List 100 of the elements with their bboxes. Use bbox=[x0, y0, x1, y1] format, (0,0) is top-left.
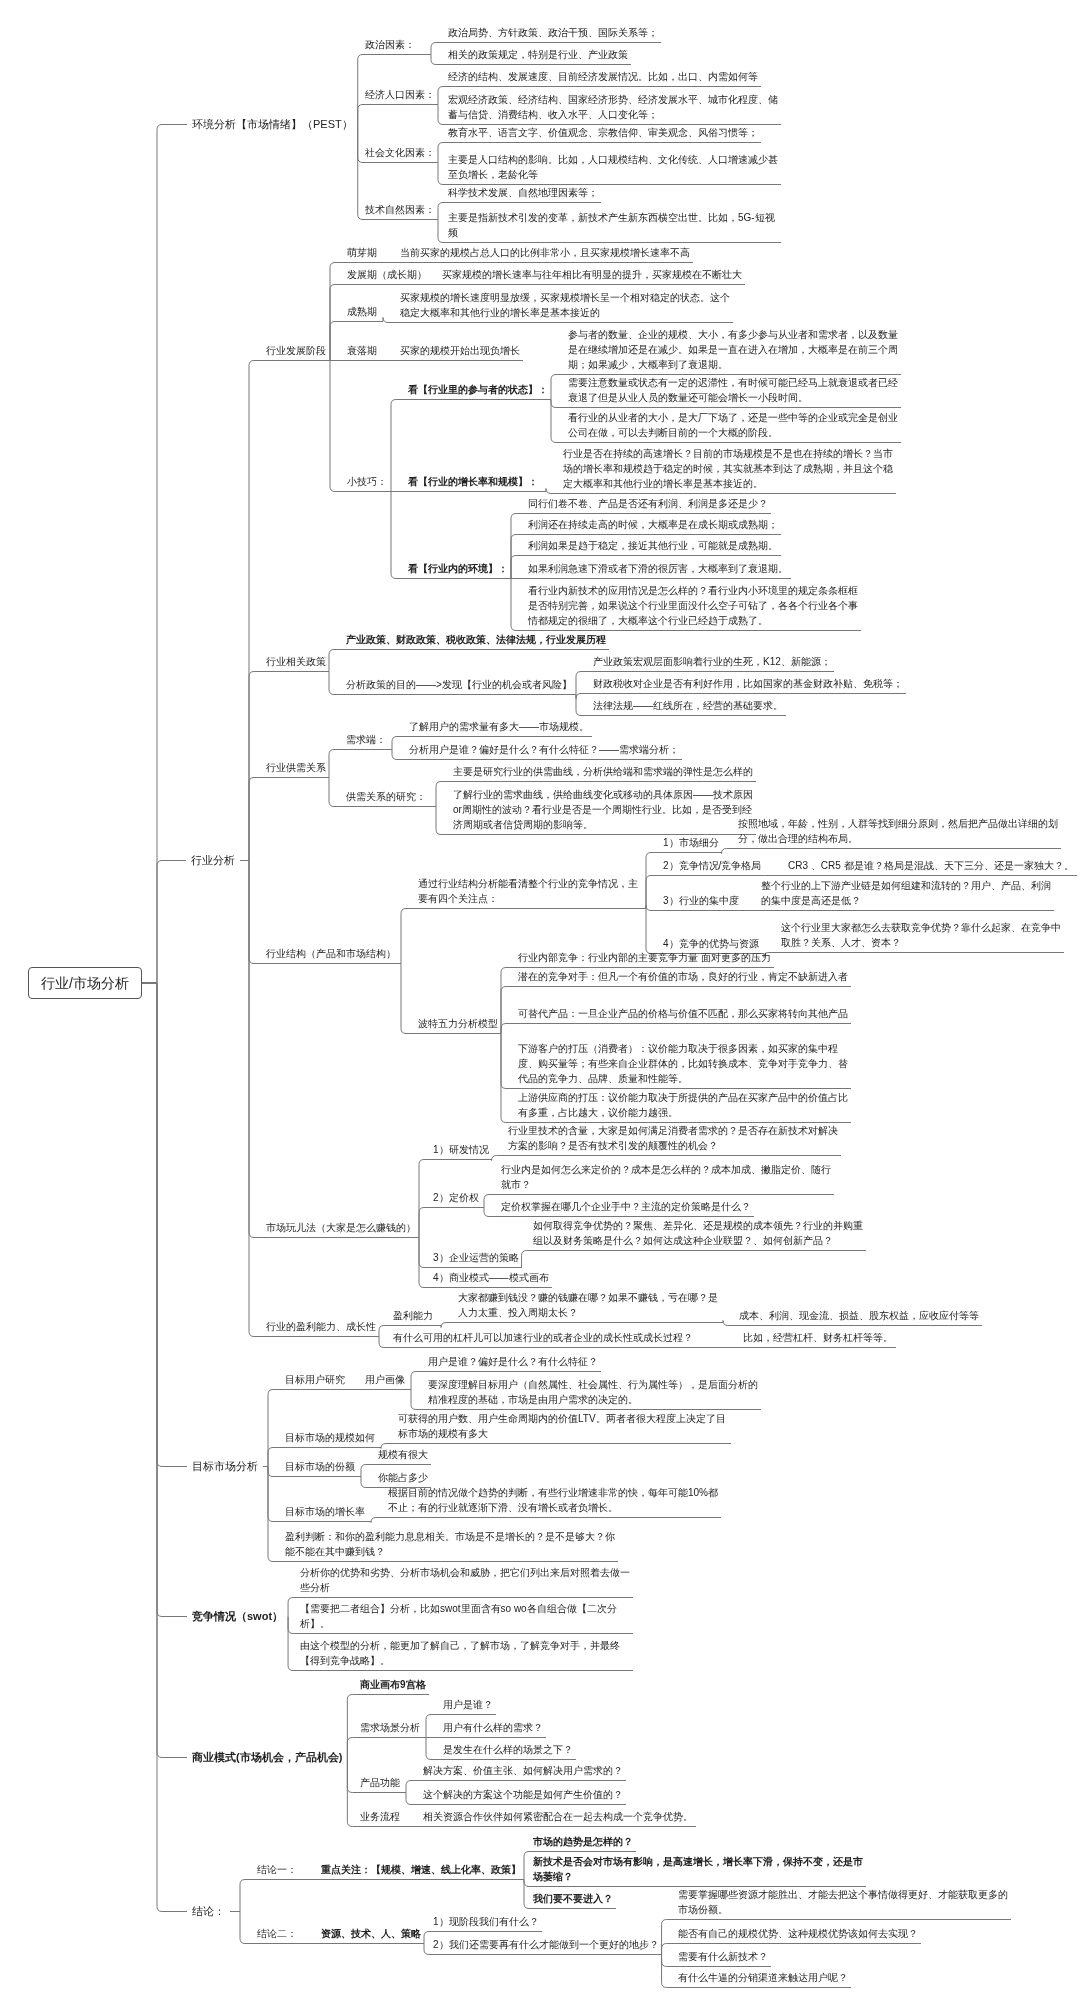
connector-line bbox=[437, 86, 446, 105]
topic-label: 用户有什么样的需求？ bbox=[440, 1719, 546, 1738]
connector-line bbox=[574, 671, 591, 695]
connector-line bbox=[398, 963, 416, 1034]
connector-line bbox=[328, 360, 345, 361]
connector-line bbox=[481, 1194, 499, 1208]
main-topic-label: 商业模式(市场机会，产品机会) bbox=[190, 1748, 345, 1767]
topic-label: 盈利判断：和你的盈利能力息息相关。市场是不是增长的？是不是够大？你能不能在其中赚到钱？ bbox=[282, 1528, 618, 1562]
connector-line bbox=[328, 749, 344, 778]
topic-label: 主要是人口结构的影响。比如，人口规模结构、文化传统、人口增速减少甚至负增长，老龄化等 bbox=[445, 151, 781, 185]
connector-line bbox=[661, 1943, 676, 1955]
topic-label: 有什么可用的杠杆儿可以加速行业的或者企业的成长性或成长过程？ bbox=[390, 1329, 696, 1348]
connector-line bbox=[550, 374, 566, 400]
topic-label: 我们要不要进入？ bbox=[530, 1890, 616, 1909]
topic-label: 行业里技术的含量，大家是如何满足消费者需求的？是否存在新技术对解决方案的影响？是否有技术引发的颠覆性的机会？ bbox=[505, 1122, 841, 1156]
connector-line bbox=[328, 777, 344, 807]
main-topic-label: 目标市场分析 bbox=[190, 1457, 260, 1476]
connector-line bbox=[389, 491, 406, 579]
main-topic-label: 行业分析 bbox=[189, 851, 237, 870]
connector-line bbox=[347, 1389, 363, 1390]
connector-line bbox=[423, 1931, 431, 1944]
connector-line bbox=[287, 1616, 298, 1671]
connector-line bbox=[357, 124, 364, 220]
topic-label: 目标市场的份额 bbox=[282, 1458, 358, 1477]
topic-label: 发展期（成长期） bbox=[344, 266, 430, 285]
connector-line bbox=[428, 806, 451, 835]
connector-line bbox=[500, 1023, 516, 1034]
topic-label: 经济人口因素： bbox=[362, 86, 438, 105]
connector-line bbox=[402, 1826, 421, 1827]
topic-label: 行业内是如何怎么来定价的？成本是怎么样的？成本加成、撇脂定价、随行就市？ bbox=[498, 1161, 834, 1195]
topic-label: 用户画像 bbox=[362, 1371, 408, 1390]
topic-label: 1）市场细分 bbox=[660, 834, 722, 853]
topic-label: 需要有什么新技术？ bbox=[675, 1948, 771, 1967]
topic-label: 看行业内新技术的应用情况是怎么样的？看行业内小环境里的规定条条框框是否特别完善，如果说这个行业里面没什么空子可钻了，各各个行业各个事情都规定的很细了，大概率这个行业已经趋于成熟了。 bbox=[525, 582, 861, 631]
connector-line bbox=[346, 1757, 358, 1827]
topic-label: 目标市场的规模如何 bbox=[282, 1429, 378, 1448]
connector-line bbox=[328, 649, 344, 672]
connector-line bbox=[418, 1237, 431, 1288]
topic-label: 2）我们还需要再有什么才能做到一个更好的地步？ bbox=[430, 1936, 662, 1955]
topic-label: 波特五力分析模型 bbox=[415, 1015, 501, 1034]
topic-label: 2）竞争情况/竞争格局 bbox=[660, 857, 765, 876]
connector-line bbox=[741, 910, 759, 911]
connector-line bbox=[540, 488, 561, 494]
topic-label: 要深度理解目标用户（自然属性、社会属性、行为属性等），是后面分析的精准程度的基础，市场是由用户需求的决定的。 bbox=[425, 1376, 761, 1410]
topic-label: 分析用户是谁？偏好是什么？有什么特征？——需求端分析； bbox=[406, 741, 682, 760]
topic-label: 这个解决的方案这个功能是如何产生价值的？ bbox=[420, 1786, 626, 1805]
connector-line bbox=[437, 104, 446, 125]
topic-label: 行业内部竞争：行业内部的主要竞争力量 面对更多的压力 bbox=[515, 949, 774, 968]
topic-label: 行业发展阶段 bbox=[263, 342, 329, 361]
topic-label: 分析政策的目的——>发现【行业的机会或者风险】 bbox=[343, 676, 575, 695]
main-topic-label: 竞争情况（swot） bbox=[190, 1607, 286, 1626]
connector-line bbox=[299, 1943, 319, 1944]
topic-label: 市场的趋势是怎样的？ bbox=[530, 1833, 636, 1852]
topic-label: 产品功能 bbox=[357, 1774, 403, 1793]
connector-line bbox=[437, 219, 446, 243]
topic-label: 主要是研究行业的供需曲线，分析供给端和需求端的弹性是怎么样的 bbox=[450, 763, 756, 782]
topic-label: 成熟期 bbox=[344, 303, 380, 322]
root-topic-box: 行业/市场分析 bbox=[28, 967, 142, 999]
topic-label: 3）行业的集中度 bbox=[660, 892, 742, 911]
topic-label: 财政税收对企业是否有利好作用，比如国家的基金财政补贴、免税等； bbox=[590, 675, 906, 694]
connector-line bbox=[422, 1737, 441, 1760]
connector-line bbox=[417, 54, 446, 65]
connector-line bbox=[388, 749, 407, 760]
connector-line bbox=[523, 1851, 531, 1880]
connector-line bbox=[437, 202, 446, 220]
topic-label: 4）竞争的优势与资源 bbox=[660, 935, 762, 954]
topic-label: 如果利润急速下滑或者下滑的很厉害，大概率到了衰退期。 bbox=[525, 560, 791, 579]
topic-label: 定价权掌握在哪几个企业手中？主流的定价策略是什么？ bbox=[498, 1198, 754, 1217]
connector-line bbox=[550, 399, 566, 443]
connector-line bbox=[357, 104, 364, 125]
topic-label: 行业供需关系 bbox=[263, 759, 329, 778]
connector-line bbox=[722, 1320, 737, 1326]
connector-line bbox=[357, 1476, 376, 1488]
topic-label: 看【行业的增长率和规模】： bbox=[405, 473, 541, 492]
topic-label: 能否有自己的规模优势、这种规模优势该如何去实现？ bbox=[675, 1925, 921, 1944]
topic-label: 目标市场的增长率 bbox=[282, 1503, 368, 1522]
topic-label: 法律法规——红线所在，经营的基础要求。 bbox=[590, 697, 786, 716]
topic-label: 看【行业内的环境】： bbox=[405, 560, 511, 579]
connector-line bbox=[388, 736, 407, 750]
connector-line bbox=[661, 1954, 676, 1988]
topic-label: 2）定价权 bbox=[430, 1189, 482, 1208]
topic-label: 社会文化因素： bbox=[362, 144, 438, 163]
connector-line bbox=[574, 694, 591, 716]
connector-line bbox=[389, 491, 406, 492]
topic-label: 需求场景分析 bbox=[357, 1719, 423, 1738]
topic-label: 整个行业的上下游产业链是如何组建和流转的？用户、产品、利润的集中度是高还是低？ bbox=[758, 877, 1054, 911]
topic-label: 根据目前的情况做个趋势的判断，有些行业增速非常的快，每年可能10%都不止；有的行业就逐渐下滑、没有增长或者负增长。 bbox=[385, 1484, 721, 1518]
topic-label: 1）研发情况 bbox=[430, 1141, 492, 1160]
topic-label: 需求端： bbox=[343, 731, 389, 750]
connector-line bbox=[239, 860, 264, 1337]
topic-label: 通过行业结构分析能看清整个行业的竞争情况，主要有四个关注点： bbox=[415, 875, 641, 909]
connector-line bbox=[763, 875, 786, 876]
topic-label: 利润如果是趋于稳定，接近其他行业，可能就是成熟期。 bbox=[525, 537, 781, 556]
connector-line bbox=[377, 1443, 396, 1449]
topic-label: 经济的结构、发展速度、目前经济发展情况。比如，出口、内需如何等 bbox=[445, 68, 761, 87]
topic-label: 宏观经济政策、经济结构、国家经济形势、经济发展水平、城市化程度、储蓄与信贷、消费结构、收入水平、人口变化等； bbox=[445, 91, 781, 125]
topic-label: 资源、技术、人、策略 bbox=[318, 1925, 424, 1944]
topic-label: 由这个模型的分析，能更加了解自己，了解市场，了解竞争对手，并最终【得到竞争战略】。 bbox=[297, 1637, 633, 1671]
topic-label: 新技术是否会对市场有影响，是高速增长，增长率下滑，保持不变，还是市场萎缩？ bbox=[530, 1853, 866, 1887]
connector-line bbox=[407, 1371, 426, 1390]
